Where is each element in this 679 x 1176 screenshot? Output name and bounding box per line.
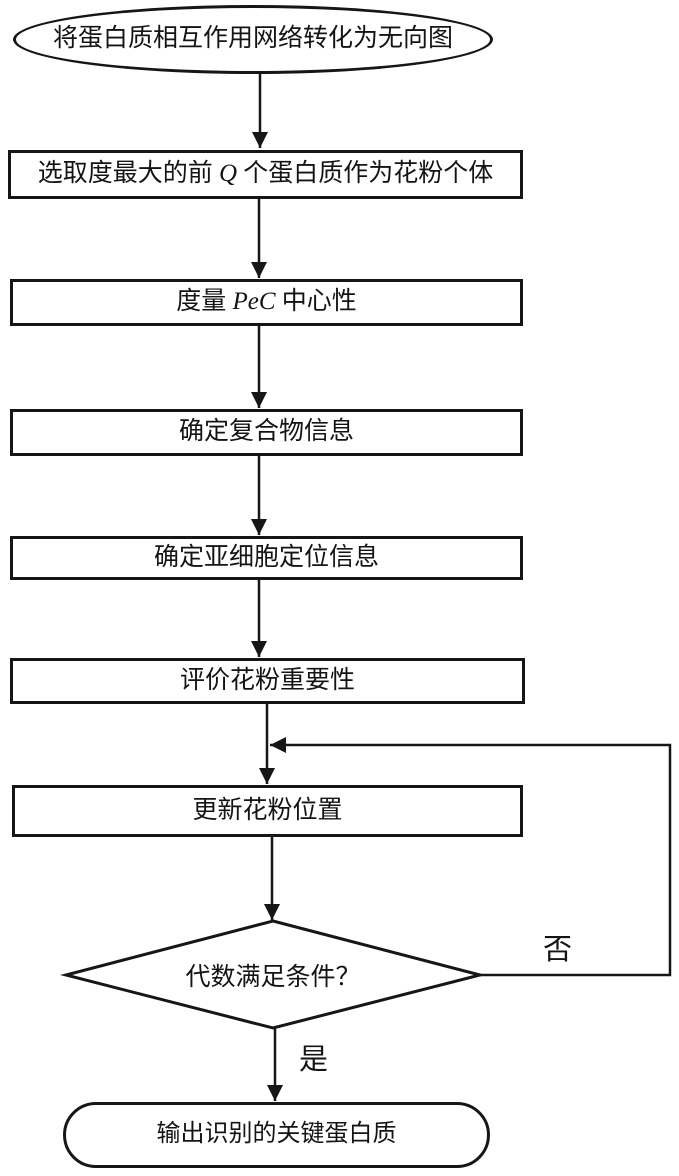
node-select-pollen-label-pre: 选取度最大的前	[37, 160, 219, 188]
node-subcellular-info-label: 确定亚细胞定位信息	[153, 543, 379, 571]
node-measure-pec-label-post: 中心性	[275, 288, 357, 316]
node-decision: 代数满足条件？	[93, 952, 453, 998]
node-output-terminator: 输出识别的关键蛋白质	[63, 1102, 490, 1168]
edge-label-yes: 是	[299, 1044, 329, 1076]
decision-diamond-shape	[60, 919, 486, 1030]
node-evaluate-pollen-label: 评价花粉重要性	[179, 666, 355, 694]
node-start-label: 将蛋白质相互作用网络转化为无向图	[52, 25, 453, 53]
node-measure-pec-variable: PeC	[232, 288, 276, 316]
node-update-pollen-label: 更新花粉位置	[192, 796, 343, 824]
node-select-pollen: 选取度最大的前 Q 个蛋白质作为花粉个体	[8, 150, 523, 199]
edge-decision-no-feedback-loop	[270, 737, 672, 977]
node-measure-pec: 度量 PeC 中心性	[10, 279, 523, 326]
node-complex-info-label: 确定复合物信息	[178, 418, 354, 446]
node-complex-info: 确定复合物信息	[10, 409, 523, 456]
node-evaluate-pollen: 评价花粉重要性	[10, 658, 525, 704]
node-subcellular-info: 确定亚细胞定位信息	[10, 536, 523, 580]
node-select-pollen-variable: Q	[218, 160, 238, 188]
node-measure-pec-label-pre: 度量	[176, 288, 233, 316]
node-update-pollen: 更新花粉位置	[12, 785, 523, 837]
node-output-label: 输出识别的关键蛋白质	[156, 1121, 397, 1148]
node-start-terminator: 将蛋白质相互作用网络转化为无向图	[13, 5, 493, 74]
node-decision-label: 代数满足条件？	[185, 964, 361, 991]
edge-label-no: 否	[543, 934, 573, 966]
node-select-pollen-label-post: 个蛋白质作为花粉个体	[237, 160, 494, 188]
